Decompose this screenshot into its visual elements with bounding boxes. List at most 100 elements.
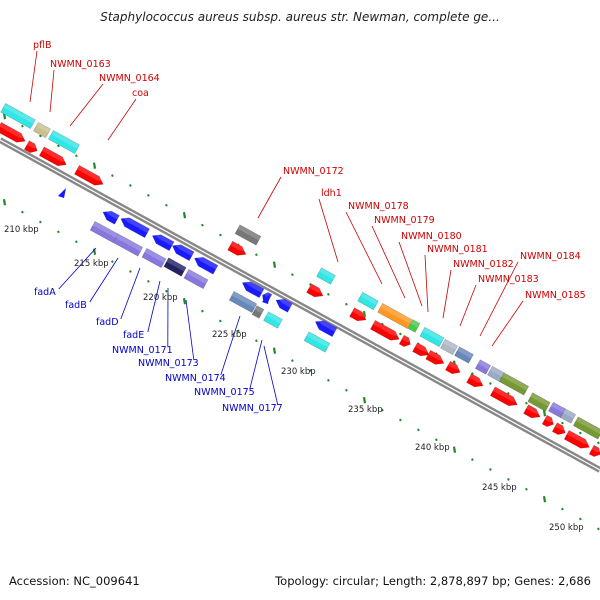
forward-gene[interactable]	[370, 319, 401, 343]
forward-gene-shape[interactable]	[357, 291, 379, 311]
forward-gene[interactable]	[523, 404, 543, 421]
reverse-gene-shape[interactable]	[313, 317, 338, 338]
reverse-gene-shape[interactable]	[112, 233, 144, 257]
forward-gene-shape[interactable]	[0, 121, 28, 145]
forward-gene-shape[interactable]	[407, 319, 421, 333]
forward-gene-shape[interactable]	[306, 283, 326, 300]
forward-gene-shape[interactable]	[445, 360, 462, 377]
reverse-gene-shape[interactable]	[183, 268, 209, 290]
forward-gene-shape[interactable]	[0, 103, 36, 129]
reverse-gene[interactable]	[150, 231, 175, 252]
reverse-gene-shape[interactable]	[251, 305, 265, 319]
forward-gene-shape[interactable]	[440, 338, 458, 356]
forward-gene-shape[interactable]	[527, 392, 551, 412]
gene-features[interactable]	[0, 103, 600, 458]
reverse-gene-shape[interactable]	[170, 241, 195, 262]
forward-gene[interactable]	[419, 326, 445, 348]
forward-gene-shape[interactable]	[541, 414, 556, 429]
reverse-gene[interactable]	[313, 317, 338, 338]
reverse-gene-shape[interactable]	[150, 231, 175, 252]
forward-gene[interactable]	[33, 121, 51, 139]
forward-gene[interactable]	[563, 429, 592, 451]
forward-gene-shape[interactable]	[572, 416, 600, 440]
forward-gene-shape[interactable]	[425, 349, 447, 367]
reverse-gene-shape[interactable]	[89, 220, 119, 244]
forward-gene[interactable]	[489, 386, 519, 409]
forward-gene[interactable]	[412, 342, 432, 359]
forward-gene-shape[interactable]	[48, 129, 80, 155]
forward-gene-shape[interactable]	[227, 240, 249, 258]
forward-gene-shape[interactable]	[466, 373, 486, 390]
forward-gene[interactable]	[407, 319, 421, 333]
reverse-gene-shape[interactable]	[101, 208, 120, 225]
forward-gene-shape[interactable]	[523, 404, 543, 421]
reverse-gene[interactable]	[163, 257, 187, 277]
reverse-gene-shape[interactable]	[118, 214, 150, 239]
forward-gene[interactable]	[227, 240, 249, 258]
reverse-gene[interactable]	[170, 241, 195, 262]
reverse-gene[interactable]	[118, 214, 150, 239]
forward-gene[interactable]	[398, 334, 413, 349]
forward-gene[interactable]	[551, 422, 567, 438]
reverse-gene-shape[interactable]	[141, 247, 167, 269]
forward-gene[interactable]	[234, 224, 262, 246]
forward-gene-shape[interactable]	[489, 386, 519, 409]
reverse-gene[interactable]	[101, 208, 120, 225]
forward-gene-shape[interactable]	[377, 303, 413, 329]
forward-gene-shape[interactable]	[454, 346, 474, 364]
forward-gene[interactable]	[38, 146, 68, 169]
forward-gene-shape[interactable]	[563, 429, 592, 451]
forward-gene[interactable]	[548, 401, 566, 419]
reverse-gene-shape[interactable]	[240, 278, 265, 299]
forward-gene-shape[interactable]	[559, 408, 577, 424]
reverse-gene-shape[interactable]	[192, 254, 219, 275]
forward-gene-shape[interactable]	[23, 140, 39, 156]
reverse-gene[interactable]	[274, 296, 293, 313]
forward-gene[interactable]	[541, 414, 556, 429]
forward-gene-shape[interactable]	[548, 401, 566, 419]
forward-gene[interactable]	[572, 416, 600, 440]
reverse-gene[interactable]	[303, 331, 331, 353]
forward-gene[interactable]	[454, 346, 474, 364]
forward-gene[interactable]	[377, 303, 413, 329]
forward-gene-shape[interactable]	[474, 359, 492, 375]
forward-gene[interactable]	[466, 373, 486, 390]
forward-gene[interactable]	[474, 359, 492, 375]
forward-gene[interactable]	[440, 338, 458, 356]
reverse-gene-shape[interactable]	[163, 257, 187, 277]
forward-gene[interactable]	[445, 360, 462, 377]
forward-gene[interactable]	[74, 164, 105, 188]
reverse-gene-shape[interactable]	[228, 290, 258, 314]
forward-gene[interactable]	[349, 307, 369, 324]
reverse-gene[interactable]	[183, 268, 209, 290]
forward-gene-shape[interactable]	[551, 422, 567, 438]
forward-gene[interactable]	[306, 283, 326, 300]
forward-gene-shape[interactable]	[349, 307, 369, 324]
forward-gene-shape[interactable]	[33, 121, 51, 139]
reverse-gene[interactable]	[89, 220, 119, 244]
forward-gene[interactable]	[425, 349, 447, 367]
reverse-gene-shape[interactable]	[274, 296, 293, 313]
forward-gene-shape[interactable]	[588, 444, 600, 459]
reverse-gene-shape[interactable]	[263, 311, 283, 329]
reverse-gene[interactable]	[192, 254, 219, 275]
forward-gene-shape[interactable]	[316, 267, 336, 285]
forward-gene-shape[interactable]	[234, 224, 262, 246]
forward-gene-shape[interactable]	[412, 342, 432, 359]
reverse-gene[interactable]	[251, 305, 265, 319]
forward-gene[interactable]	[588, 444, 600, 459]
forward-gene-shape[interactable]	[398, 334, 413, 349]
forward-gene[interactable]	[0, 121, 28, 145]
forward-gene-shape[interactable]	[419, 326, 445, 348]
reverse-gene[interactable]	[112, 233, 144, 257]
forward-gene[interactable]	[559, 408, 577, 424]
forward-gene-shape[interactable]	[38, 146, 68, 169]
forward-gene[interactable]	[357, 291, 379, 311]
reverse-gene-shape[interactable]	[303, 331, 331, 353]
reverse-gene[interactable]	[141, 247, 167, 269]
forward-gene[interactable]	[48, 129, 80, 155]
forward-gene[interactable]	[0, 103, 36, 129]
reverse-gene[interactable]	[240, 278, 265, 299]
forward-gene[interactable]	[23, 140, 39, 156]
forward-gene[interactable]	[527, 392, 551, 412]
